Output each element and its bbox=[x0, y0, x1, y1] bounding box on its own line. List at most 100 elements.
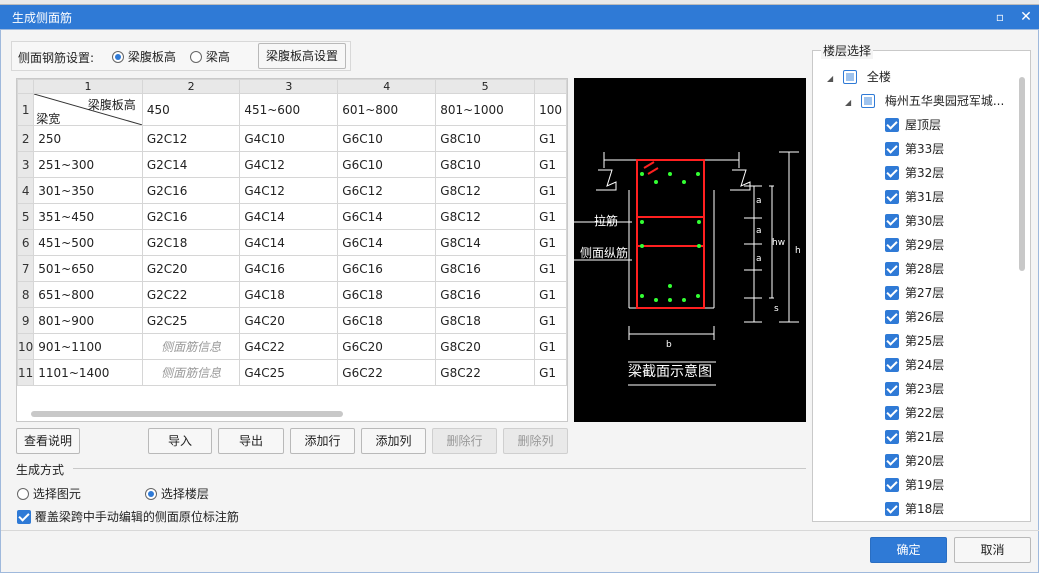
table-cell[interactable]: G1 bbox=[534, 333, 567, 360]
checkbox-checked-icon[interactable] bbox=[885, 142, 899, 156]
table-cell[interactable]: G4C20 bbox=[239, 307, 339, 334]
table-cell[interactable]: G1 bbox=[534, 307, 567, 334]
col-header[interactable]: 5 bbox=[435, 79, 536, 94]
table-cell[interactable]: G2C22 bbox=[141, 281, 241, 308]
checkbox-checked-icon[interactable] bbox=[885, 166, 899, 180]
checkbox-checked-icon[interactable] bbox=[885, 502, 899, 516]
tree-node-all[interactable]: ◢ 全楼 bbox=[827, 65, 891, 89]
table-cell[interactable]: G4C22 bbox=[239, 333, 339, 360]
table-cell[interactable]: 801~900 bbox=[33, 307, 143, 334]
table-cell[interactable]: G8C18 bbox=[435, 307, 536, 334]
floor-item[interactable]: 第21层 bbox=[885, 425, 944, 449]
table-cell[interactable]: G4C14 bbox=[239, 203, 339, 230]
table-cell[interactable]: 451~500 bbox=[33, 229, 143, 256]
table-cell[interactable]: 351~450 bbox=[33, 203, 143, 230]
checkbox-checked-icon[interactable] bbox=[885, 310, 899, 324]
table-cell[interactable]: G2C12 bbox=[141, 125, 241, 152]
col-header[interactable]: 4 bbox=[337, 79, 437, 94]
add-row-button[interactable]: 添加行 bbox=[290, 428, 355, 454]
row-number[interactable]: 9 bbox=[17, 307, 35, 334]
floor-item[interactable]: 第28层 bbox=[885, 257, 944, 281]
table-cell[interactable]: G1 bbox=[534, 203, 567, 230]
table-cell[interactable]: G1 bbox=[534, 255, 567, 282]
floor-item[interactable]: 第33层 bbox=[885, 137, 944, 161]
table-cell[interactable]: G4C10 bbox=[239, 125, 339, 152]
checkbox-checked-icon[interactable] bbox=[885, 118, 899, 132]
row-number[interactable]: 7 bbox=[17, 255, 35, 282]
table-cell[interactable]: 侧面筋信息 bbox=[141, 333, 241, 360]
floor-item[interactable]: 第32层 bbox=[885, 161, 944, 185]
table-cell[interactable]: G8C10 bbox=[435, 151, 536, 178]
floor-item[interactable]: 第26层 bbox=[885, 305, 944, 329]
row-number[interactable]: 10 bbox=[17, 333, 35, 360]
checkbox-checked-icon[interactable] bbox=[885, 238, 899, 252]
floor-item[interactable]: 第19层 bbox=[885, 473, 944, 497]
checkbox-checked-icon[interactable] bbox=[885, 334, 899, 348]
table-cell[interactable]: 侧面筋信息 bbox=[141, 359, 241, 386]
table-cell[interactable]: 901~1100 bbox=[33, 333, 143, 360]
table-cell[interactable]: G4C18 bbox=[239, 281, 339, 308]
table-cell[interactable]: G2C14 bbox=[141, 151, 241, 178]
row-number[interactable]: 2 bbox=[17, 125, 35, 152]
floor-item[interactable]: 第31层 bbox=[885, 185, 944, 209]
table-cell[interactable]: G1 bbox=[534, 359, 567, 386]
floor-item[interactable]: 第29层 bbox=[885, 233, 944, 257]
table-cell[interactable]: G4C12 bbox=[239, 151, 339, 178]
delete-column-button[interactable]: 删除列 bbox=[503, 428, 568, 454]
row-number[interactable]: 3 bbox=[17, 151, 35, 178]
delete-row-button[interactable]: 删除行 bbox=[432, 428, 497, 454]
export-button[interactable]: 导出 bbox=[218, 428, 284, 454]
table-cell[interactable]: G8C10 bbox=[435, 125, 536, 152]
table-cell[interactable]: 651~800 bbox=[33, 281, 143, 308]
table-cell[interactable]: G2C18 bbox=[141, 229, 241, 256]
view-instructions-button[interactable]: 查看说明 bbox=[16, 428, 80, 454]
table-cell[interactable]: G1 bbox=[534, 177, 567, 204]
import-button[interactable]: 导入 bbox=[148, 428, 212, 454]
floor-item[interactable]: 屋顶层 bbox=[885, 113, 941, 137]
checkbox-checked-icon[interactable] bbox=[885, 286, 899, 300]
row-number[interactable]: 5 bbox=[17, 203, 35, 230]
table-cell[interactable]: 450 bbox=[141, 93, 241, 126]
row-number[interactable]: 1 bbox=[17, 93, 35, 126]
floor-item[interactable]: 第30层 bbox=[885, 209, 944, 233]
table-cell[interactable]: G6C18 bbox=[337, 281, 437, 308]
table-cell[interactable]: G6C12 bbox=[337, 177, 437, 204]
table-cell[interactable]: G8C14 bbox=[435, 229, 536, 256]
table-cell[interactable]: G2C25 bbox=[141, 307, 241, 334]
ok-button[interactable]: 确定 bbox=[870, 537, 947, 563]
table-cell[interactable]: G6C14 bbox=[337, 203, 437, 230]
checkbox-checked-icon[interactable] bbox=[885, 478, 899, 492]
checkbox-checked-icon[interactable] bbox=[885, 214, 899, 228]
web-height-radio[interactable]: 梁腹板高 bbox=[112, 48, 176, 65]
collapse-arrow-icon[interactable]: ◢ bbox=[827, 74, 834, 83]
floor-item[interactable]: 第20层 bbox=[885, 449, 944, 473]
select-element-radio[interactable]: 选择图元 bbox=[17, 485, 81, 502]
checkbox-checked-icon[interactable] bbox=[885, 358, 899, 372]
checkbox-checked-icon[interactable] bbox=[885, 406, 899, 420]
table-cell[interactable]: G2C20 bbox=[141, 255, 241, 282]
add-column-button[interactable]: 添加列 bbox=[361, 428, 426, 454]
table-cell[interactable]: G6C14 bbox=[337, 229, 437, 256]
table-cell[interactable]: G2C16 bbox=[141, 203, 241, 230]
row-number[interactable]: 11 bbox=[17, 359, 35, 386]
checkbox-checked-icon[interactable] bbox=[885, 454, 899, 468]
floor-item[interactable]: 第22层 bbox=[885, 401, 944, 425]
table-cell[interactable]: G2C16 bbox=[141, 177, 241, 204]
table-cell[interactable]: G8C22 bbox=[435, 359, 536, 386]
table-cell[interactable]: 1101~1400 bbox=[33, 359, 143, 386]
table-cell[interactable]: 501~650 bbox=[33, 255, 143, 282]
close-icon[interactable]: ✕ bbox=[1020, 9, 1032, 25]
checkbox-checked-icon[interactable] bbox=[885, 190, 899, 204]
cancel-button[interactable]: 取消 bbox=[954, 537, 1031, 563]
table-cell[interactable]: 251~300 bbox=[33, 151, 143, 178]
horizontal-scrollbar[interactable] bbox=[31, 411, 343, 417]
floor-item[interactable]: 第25层 bbox=[885, 329, 944, 353]
table-cell[interactable]: G4C16 bbox=[239, 255, 339, 282]
row-number[interactable]: 4 bbox=[17, 177, 35, 204]
table-cell[interactable]: G1 bbox=[534, 125, 567, 152]
checkbox-partial-icon[interactable] bbox=[842, 70, 857, 84]
table-cell[interactable]: G8C16 bbox=[435, 281, 536, 308]
overwrite-checkbox[interactable]: 覆盖梁跨中手动编辑的侧面原位标注筋 bbox=[17, 508, 239, 525]
col-header[interactable]: 2 bbox=[141, 79, 241, 94]
table-cell[interactable]: G8C12 bbox=[435, 177, 536, 204]
